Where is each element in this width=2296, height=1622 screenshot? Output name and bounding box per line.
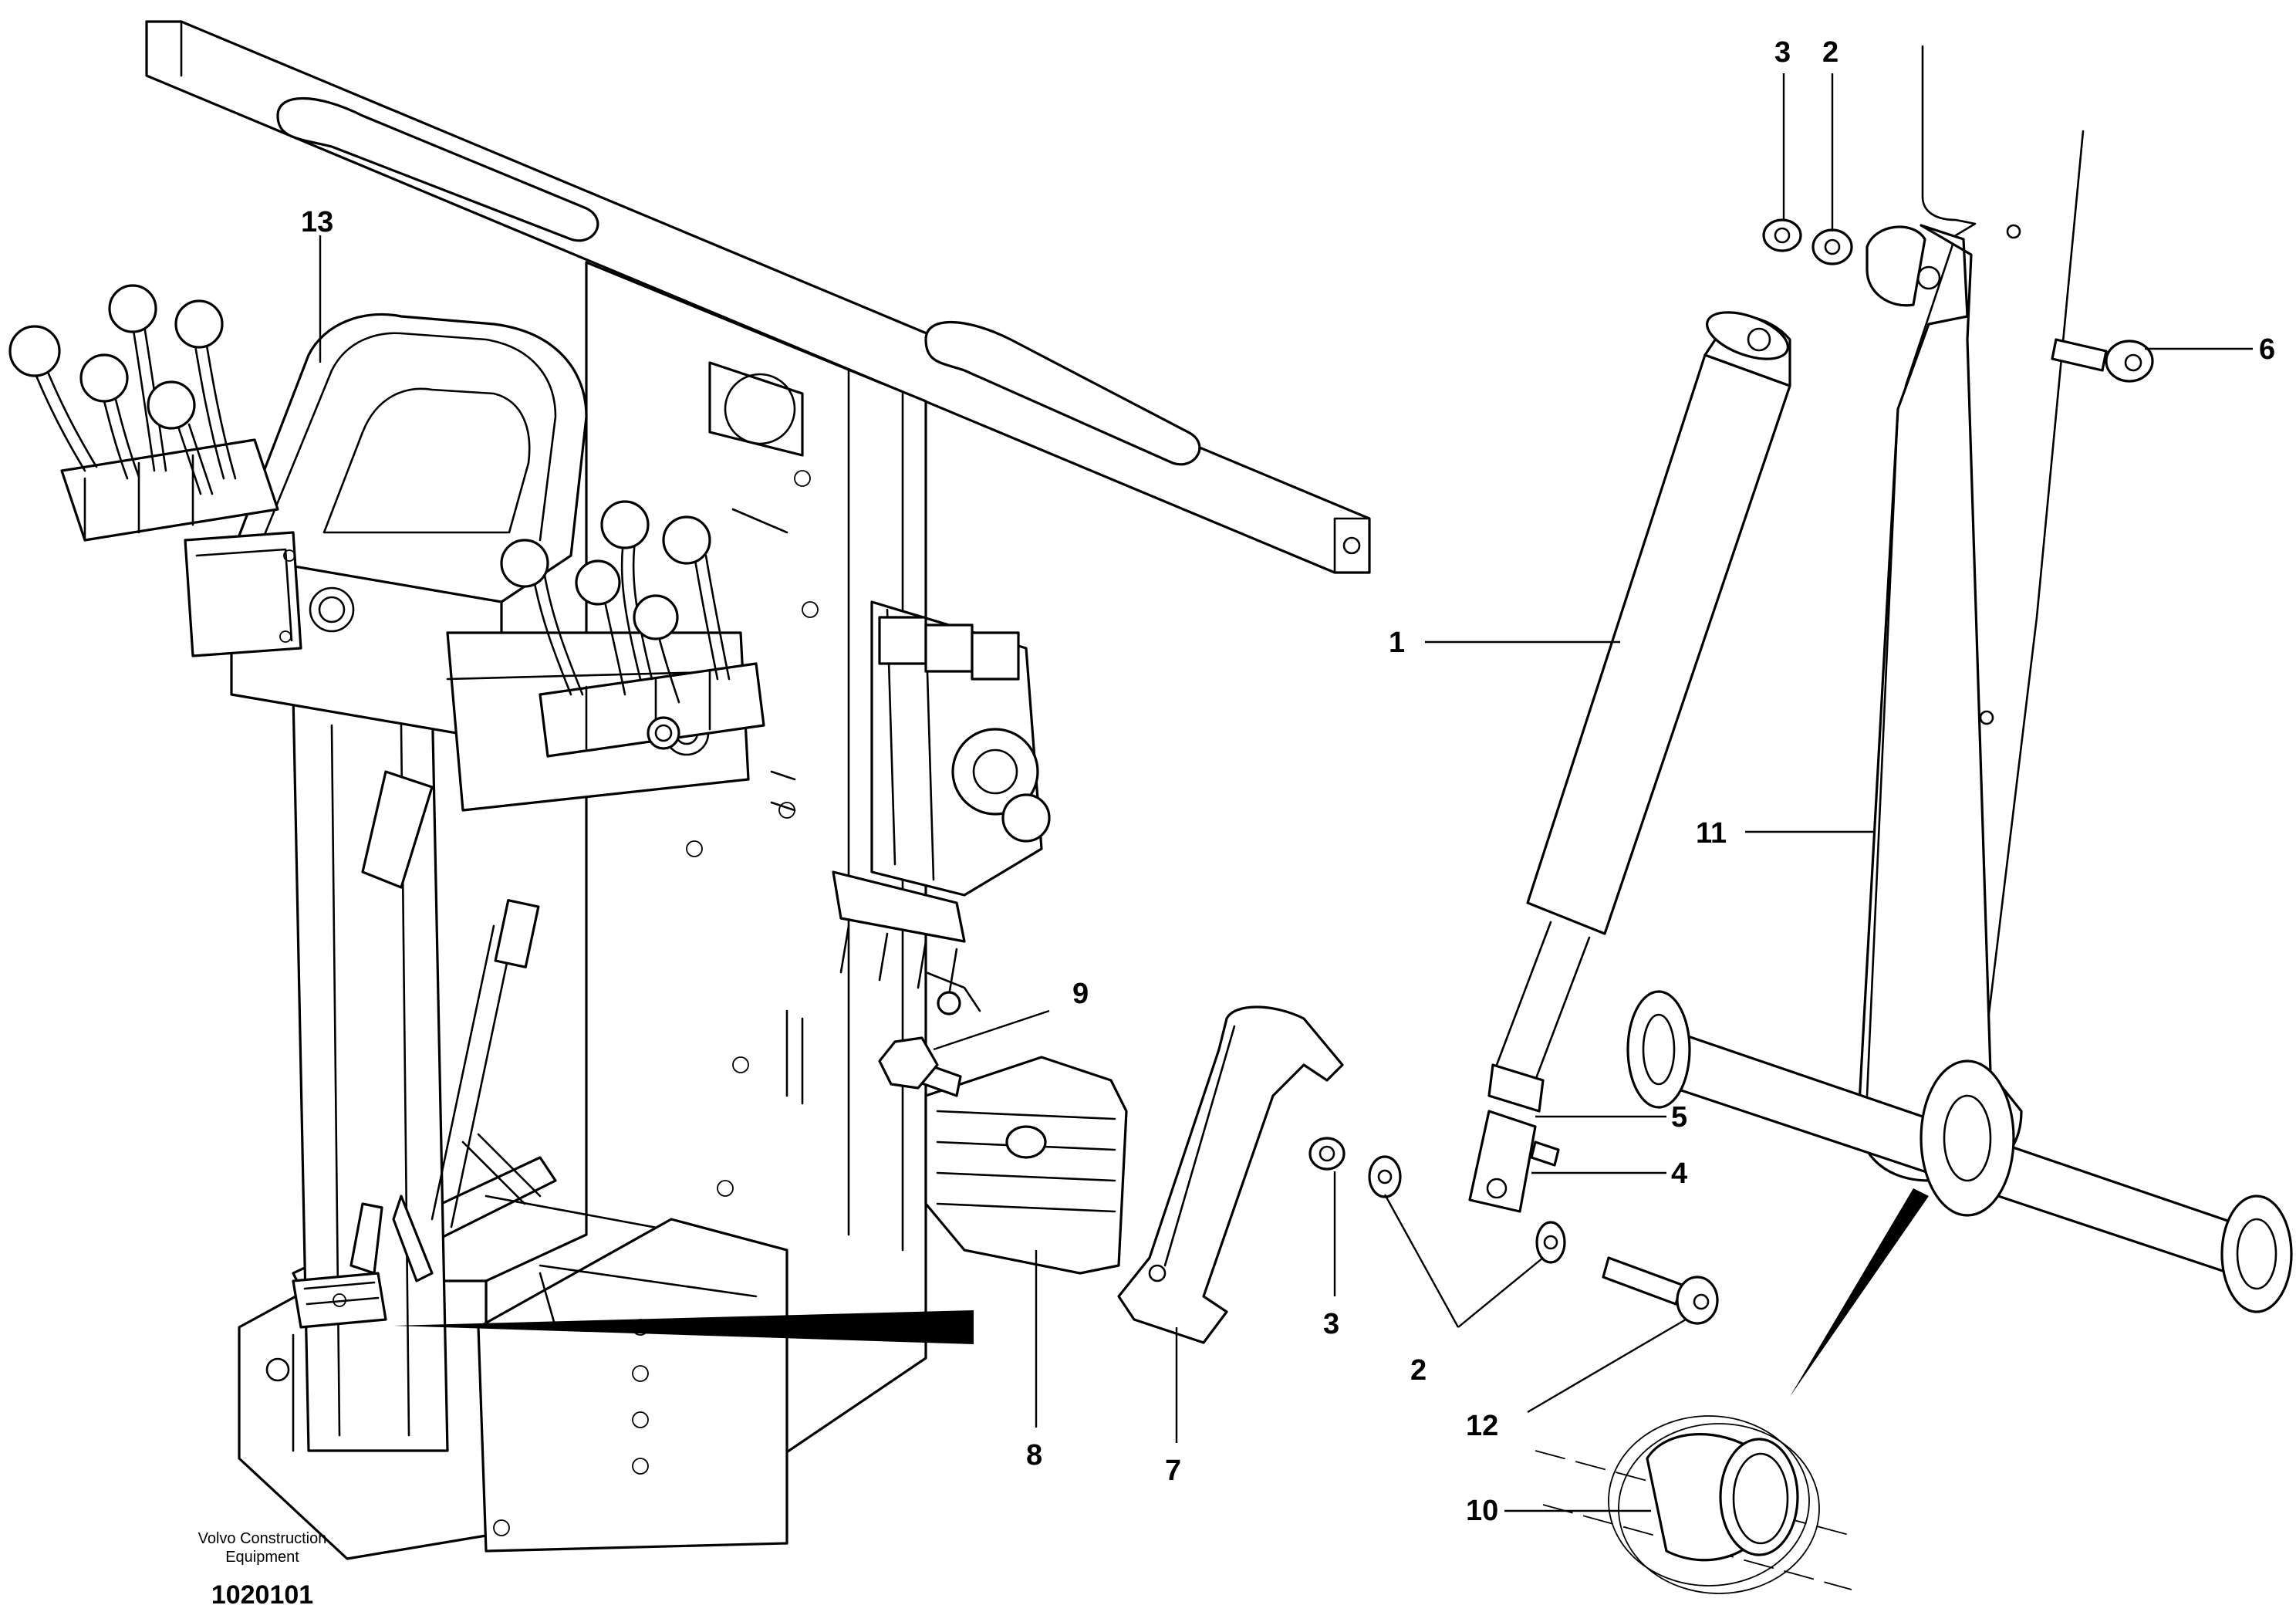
callout-labels: 3 2 6 1 11 5 4 3 2 12 10 9 8 7 13: [301, 36, 2275, 1527]
pivot-shaft: [1626, 990, 2293, 1313]
callout-3-bottom: 3: [1323, 1308, 1339, 1340]
callout-2-top: 2: [1822, 36, 1838, 69]
credit-block: Volvo Construction Equipment 1020101: [198, 1530, 327, 1610]
foot-pedal: [292, 1195, 434, 1329]
callout-6: 6: [2259, 333, 2275, 366]
callout-4: 4: [1671, 1157, 1687, 1190]
hydraulic-valve-block: [686, 600, 1051, 1015]
pedal-bracket-part-7: [1117, 1005, 1344, 1344]
credit-line-1: Volvo Construction: [198, 1530, 327, 1547]
view-arrow-left: [393, 1310, 974, 1344]
gas-spring-cylinder-part-1: [1468, 311, 1791, 1213]
callout-7: 7: [1165, 1455, 1181, 1487]
top-fasteners: [1762, 218, 2154, 383]
bushing-part-10: [1535, 1415, 1852, 1594]
callout-10: 10: [1466, 1495, 1498, 1527]
callout-13: 13: [301, 206, 333, 238]
callout-12: 12: [1466, 1410, 1498, 1442]
callout-3-top: 3: [1774, 36, 1791, 69]
callout-5: 5: [1671, 1101, 1687, 1134]
credit-line-2: Equipment: [225, 1549, 299, 1566]
pedal-pad-part-8: [924, 1056, 1128, 1275]
drawing-reference-number: 1020101: [211, 1580, 313, 1610]
callout-1: 1: [1389, 627, 1405, 659]
bottom-fasteners: [1308, 1137, 1719, 1325]
control-console-assembly: [8, 20, 1371, 1560]
view-arrow-right: [1790, 1188, 1929, 1397]
leader-lines: [319, 73, 2253, 1512]
callout-2-bottom: 2: [1410, 1354, 1427, 1387]
callout-11: 11: [1696, 817, 1727, 850]
callout-9: 9: [1072, 978, 1089, 1010]
pedal-arm-part-11: [1857, 224, 2023, 1182]
bolt-part-9: [878, 1036, 962, 1097]
right-joystick-cluster: [500, 500, 765, 758]
callout-8: 8: [1026, 1439, 1042, 1472]
left-joystick-cluster: [8, 284, 279, 542]
